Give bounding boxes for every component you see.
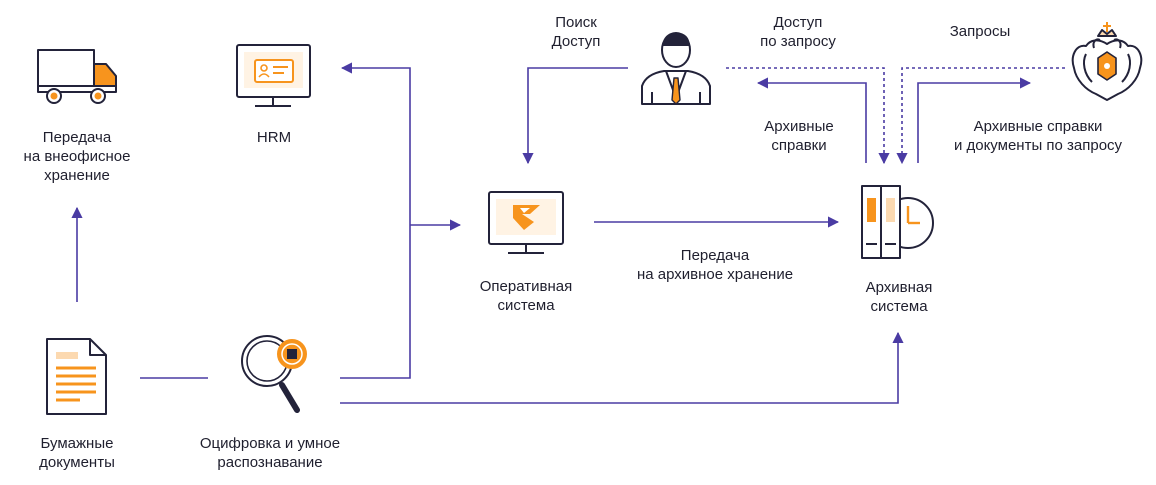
edge-ocr-to-archive <box>340 331 904 404</box>
label-paper-documents: Бумажные документы <box>39 435 115 471</box>
edge-archive-to-authority <box>917 77 1032 163</box>
person-icon <box>641 32 711 105</box>
archive-clock-icon <box>861 185 934 259</box>
edge-ocr-to-hrm <box>340 62 411 379</box>
truck-icon <box>37 49 117 104</box>
edge-user-access-request <box>726 67 890 165</box>
label-edge-search-access: Поиск Доступ <box>551 14 601 50</box>
edge-user-to-operative <box>522 67 628 165</box>
label-edge-requests: Запросы <box>949 23 1011 40</box>
magnifier-chip-icon <box>241 335 307 413</box>
label-edge-archive-certs-docs: Архивные справки и документы по запросу <box>953 118 1123 154</box>
eagle-emblem-icon <box>1071 22 1143 101</box>
edge-authority-request <box>896 67 1065 165</box>
label-edge-access-on-request: Доступ по запросу <box>760 14 836 50</box>
edge-archive-to-user <box>756 77 867 163</box>
label-edge-archive-certificates: Архивные справки <box>764 118 834 154</box>
label-edge-transfer-archive: Передача на архивное хранение <box>636 247 794 283</box>
connectors <box>71 62 1065 404</box>
label-offsite-storage: Передача на внеофисное хранение <box>23 129 131 184</box>
document-icon <box>46 338 107 415</box>
monitor-profile-icon <box>236 44 311 107</box>
label-hrm: HRM <box>256 129 292 146</box>
label-archive-system: Архивная система <box>865 279 933 315</box>
label-digitization: Оцифровка и умное распознавание <box>199 435 341 471</box>
label-operative-system: Оперативная система <box>479 278 573 314</box>
monitor-logo-icon <box>488 191 564 254</box>
